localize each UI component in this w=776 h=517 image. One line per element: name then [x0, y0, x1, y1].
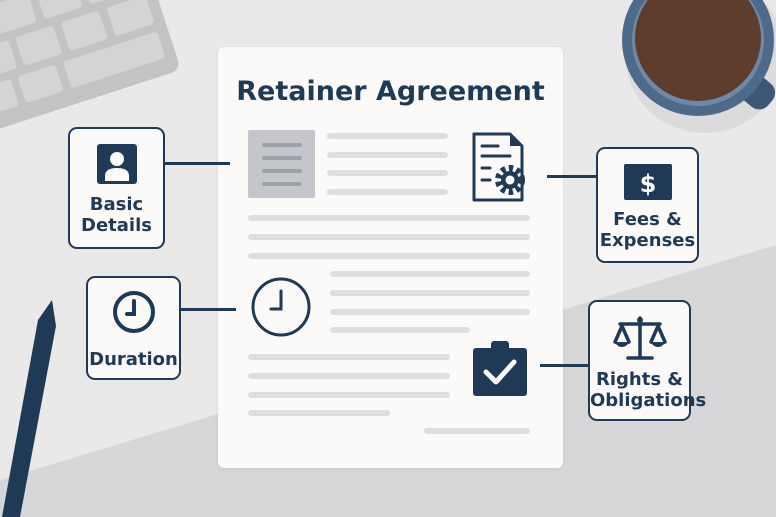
connector-fees — [547, 175, 597, 178]
document-settings-icon — [472, 132, 525, 202]
document-title: Retainer Agreement — [236, 76, 545, 107]
card-label-line2: Details — [81, 215, 152, 236]
card-label-line2: Obligations — [590, 390, 707, 411]
dollar-icon: $ — [623, 164, 672, 200]
connector-rights — [540, 364, 589, 367]
card-label-line1: Basic — [89, 194, 144, 215]
scales-icon — [612, 316, 667, 360]
document-thumbnail-icon — [248, 130, 315, 198]
connector-duration — [180, 308, 236, 311]
svg-text:$: $ — [639, 170, 656, 198]
card-basic-details: Basic Details — [68, 127, 165, 249]
person-icon — [96, 144, 137, 184]
card-fees-expenses: $ Fees & Expenses — [596, 147, 699, 263]
connector-basic-details — [164, 162, 230, 165]
keyboard — [0, 0, 179, 139]
card-label: Duration — [89, 349, 178, 370]
pencil — [2, 300, 56, 517]
card-label-line2: Expenses — [599, 230, 696, 251]
card-label-line1: Rights & — [595, 369, 683, 390]
checklist-clipboard-icon — [473, 341, 527, 396]
card-label-line1: Fees & — [613, 209, 682, 230]
card-rights-obligations: Rights & Obligations — [588, 300, 707, 421]
clock-icon — [251, 277, 311, 337]
card-duration: Duration — [86, 276, 181, 380]
coffee-mug — [622, 0, 776, 133]
clock-icon — [112, 291, 155, 333]
